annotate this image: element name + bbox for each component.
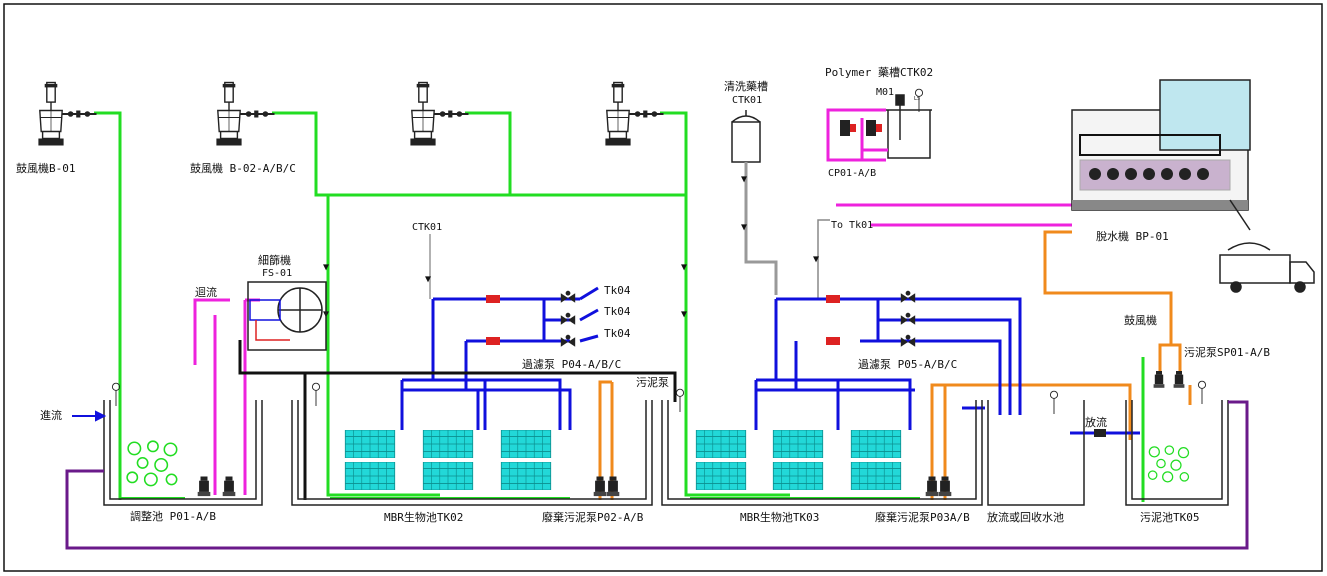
chem-valve-1: ▼ [741,174,747,185]
sub-pump-icon-sp01b [1173,371,1185,388]
ls-icon-tk05 [1197,380,1207,404]
ctk01-inlet-label: CTK01 [412,222,442,233]
to-tk01-label: To Tk01 [831,220,873,231]
sub-pump-icon-p02a [593,476,607,497]
clean-tank-code: CTK01 [732,95,762,106]
waste-pump-p03-label: 廢棄污泥泵P03A/B [875,510,970,524]
mbr-tk02-label: MBR生物池TK02 [384,510,463,524]
mixer-label: M01 [876,87,894,98]
chem-valve-2: ▼ [741,222,747,233]
ls-label-polymer: LS [914,96,920,102]
sub-pump-icon-p03a [925,476,939,497]
air-lines [94,111,1145,502]
valve-marker-1: ▼ [323,262,329,273]
filtrate-lines-tk03 [754,297,1140,435]
diagram-border [3,3,1323,572]
ls-icon-tk03 [675,388,685,412]
tk04-label-3: Tk04 [604,327,631,340]
clean-tank-title: 清洗藥槽 [724,80,768,93]
inflow-label: 進流 [40,408,62,422]
blower-icon-b02c [604,81,665,147]
to-tk01-valve: ▼ [813,254,819,265]
blower-b02-label: 鼓風機 B-02-A/B/C [190,161,296,175]
tk04-label-2: Tk04 [604,305,631,318]
dewatering-machine-label: 脫水機 BP-01 [1096,229,1169,243]
fine-screen-code: FS-01 [262,268,292,279]
overflow-line [238,340,677,500]
blower-tk05-label: 鼓風機 [1124,313,1157,327]
filter-pump-p04-label: 過濾泵 P04-A/B/C [522,357,621,371]
polymer-dosing-pumps [840,120,882,136]
blower-icon-b02b [409,81,470,147]
tank-sludge-tk05 [1125,400,1229,506]
sub-pump-icon-p03b [938,476,952,497]
filter-pump-p05-label: 過濾泵 P05-A/B/C [858,357,957,371]
sludge-pump-sp01-label: 污泥泵SP01-A/B [1184,346,1270,359]
inflow-arrow [72,410,107,422]
membrane-modules-tk02 [344,430,552,490]
discharge-tank-label: 放流或回收水池 [987,510,1064,524]
return-line [65,400,1249,550]
filtrate-check-valves [486,295,840,345]
filter-pump-icon-p04a [560,290,576,303]
return-flow-label: 迴流 [195,285,217,299]
tank-equalization [103,400,263,506]
polymer-tank-icon [886,94,932,159]
clean-tank-icon [731,110,761,163]
fine-screen-icon [247,281,327,351]
chemical-line-ctk01 [744,162,778,295]
sub-pump-icon-sp01a [1153,371,1165,388]
polymer-lines [193,108,1072,495]
blower-icon-b02a [215,81,276,147]
tank-mbr-tk03 [661,400,983,506]
dosing-pump-label: CP01-A/B [828,168,876,179]
tank-discharge [987,400,1085,506]
sludge-truck-icon [1219,242,1315,293]
sub-pump-icon-p01b [222,476,236,497]
mbr-tk03-label: MBR生物池TK03 [740,510,819,524]
blower-icon-b01 [37,81,98,147]
dewatering-machine-icon [1071,79,1251,231]
to-tk01-line [817,219,830,300]
bubbles-tk05 [1147,445,1190,483]
sludge-tank-tk05-label: 污泥池TK05 [1140,511,1200,524]
waste-pump-p02-label: 廢棄污泥泵P02-A/B [542,510,644,524]
ls-icon-discharge [1049,390,1059,414]
polymer-tank-label: Polymer 藥槽CTK02 [825,66,933,79]
valve-marker-2: ▼ [681,262,687,273]
tk04-label-1: Tk04 [604,284,631,297]
ctk01-inlet-valve: ▼ [425,274,431,285]
ls-icon-tk02 [311,382,321,406]
discharge-valve [1094,429,1106,437]
sludge-pump-label: 污泥泵 [636,376,669,389]
tank-mbr-tk02 [291,400,653,506]
membrane-modules-tk03 [695,430,902,490]
filter-pump-icon-p05a [900,290,916,303]
discharge-label: 放流 [1085,415,1107,429]
sub-pump-icon-p02b [606,476,620,497]
blower-b01-label: 鼓風機B-01 [16,161,76,175]
sub-pump-icon-p01a [197,476,211,497]
fine-screen-title: 細篩機 [258,253,291,267]
air-arrow-2: ▼ [681,309,687,320]
bubbles-p01 [126,440,178,487]
equalization-tank-label: 調整池 P01-A/B [130,509,216,523]
